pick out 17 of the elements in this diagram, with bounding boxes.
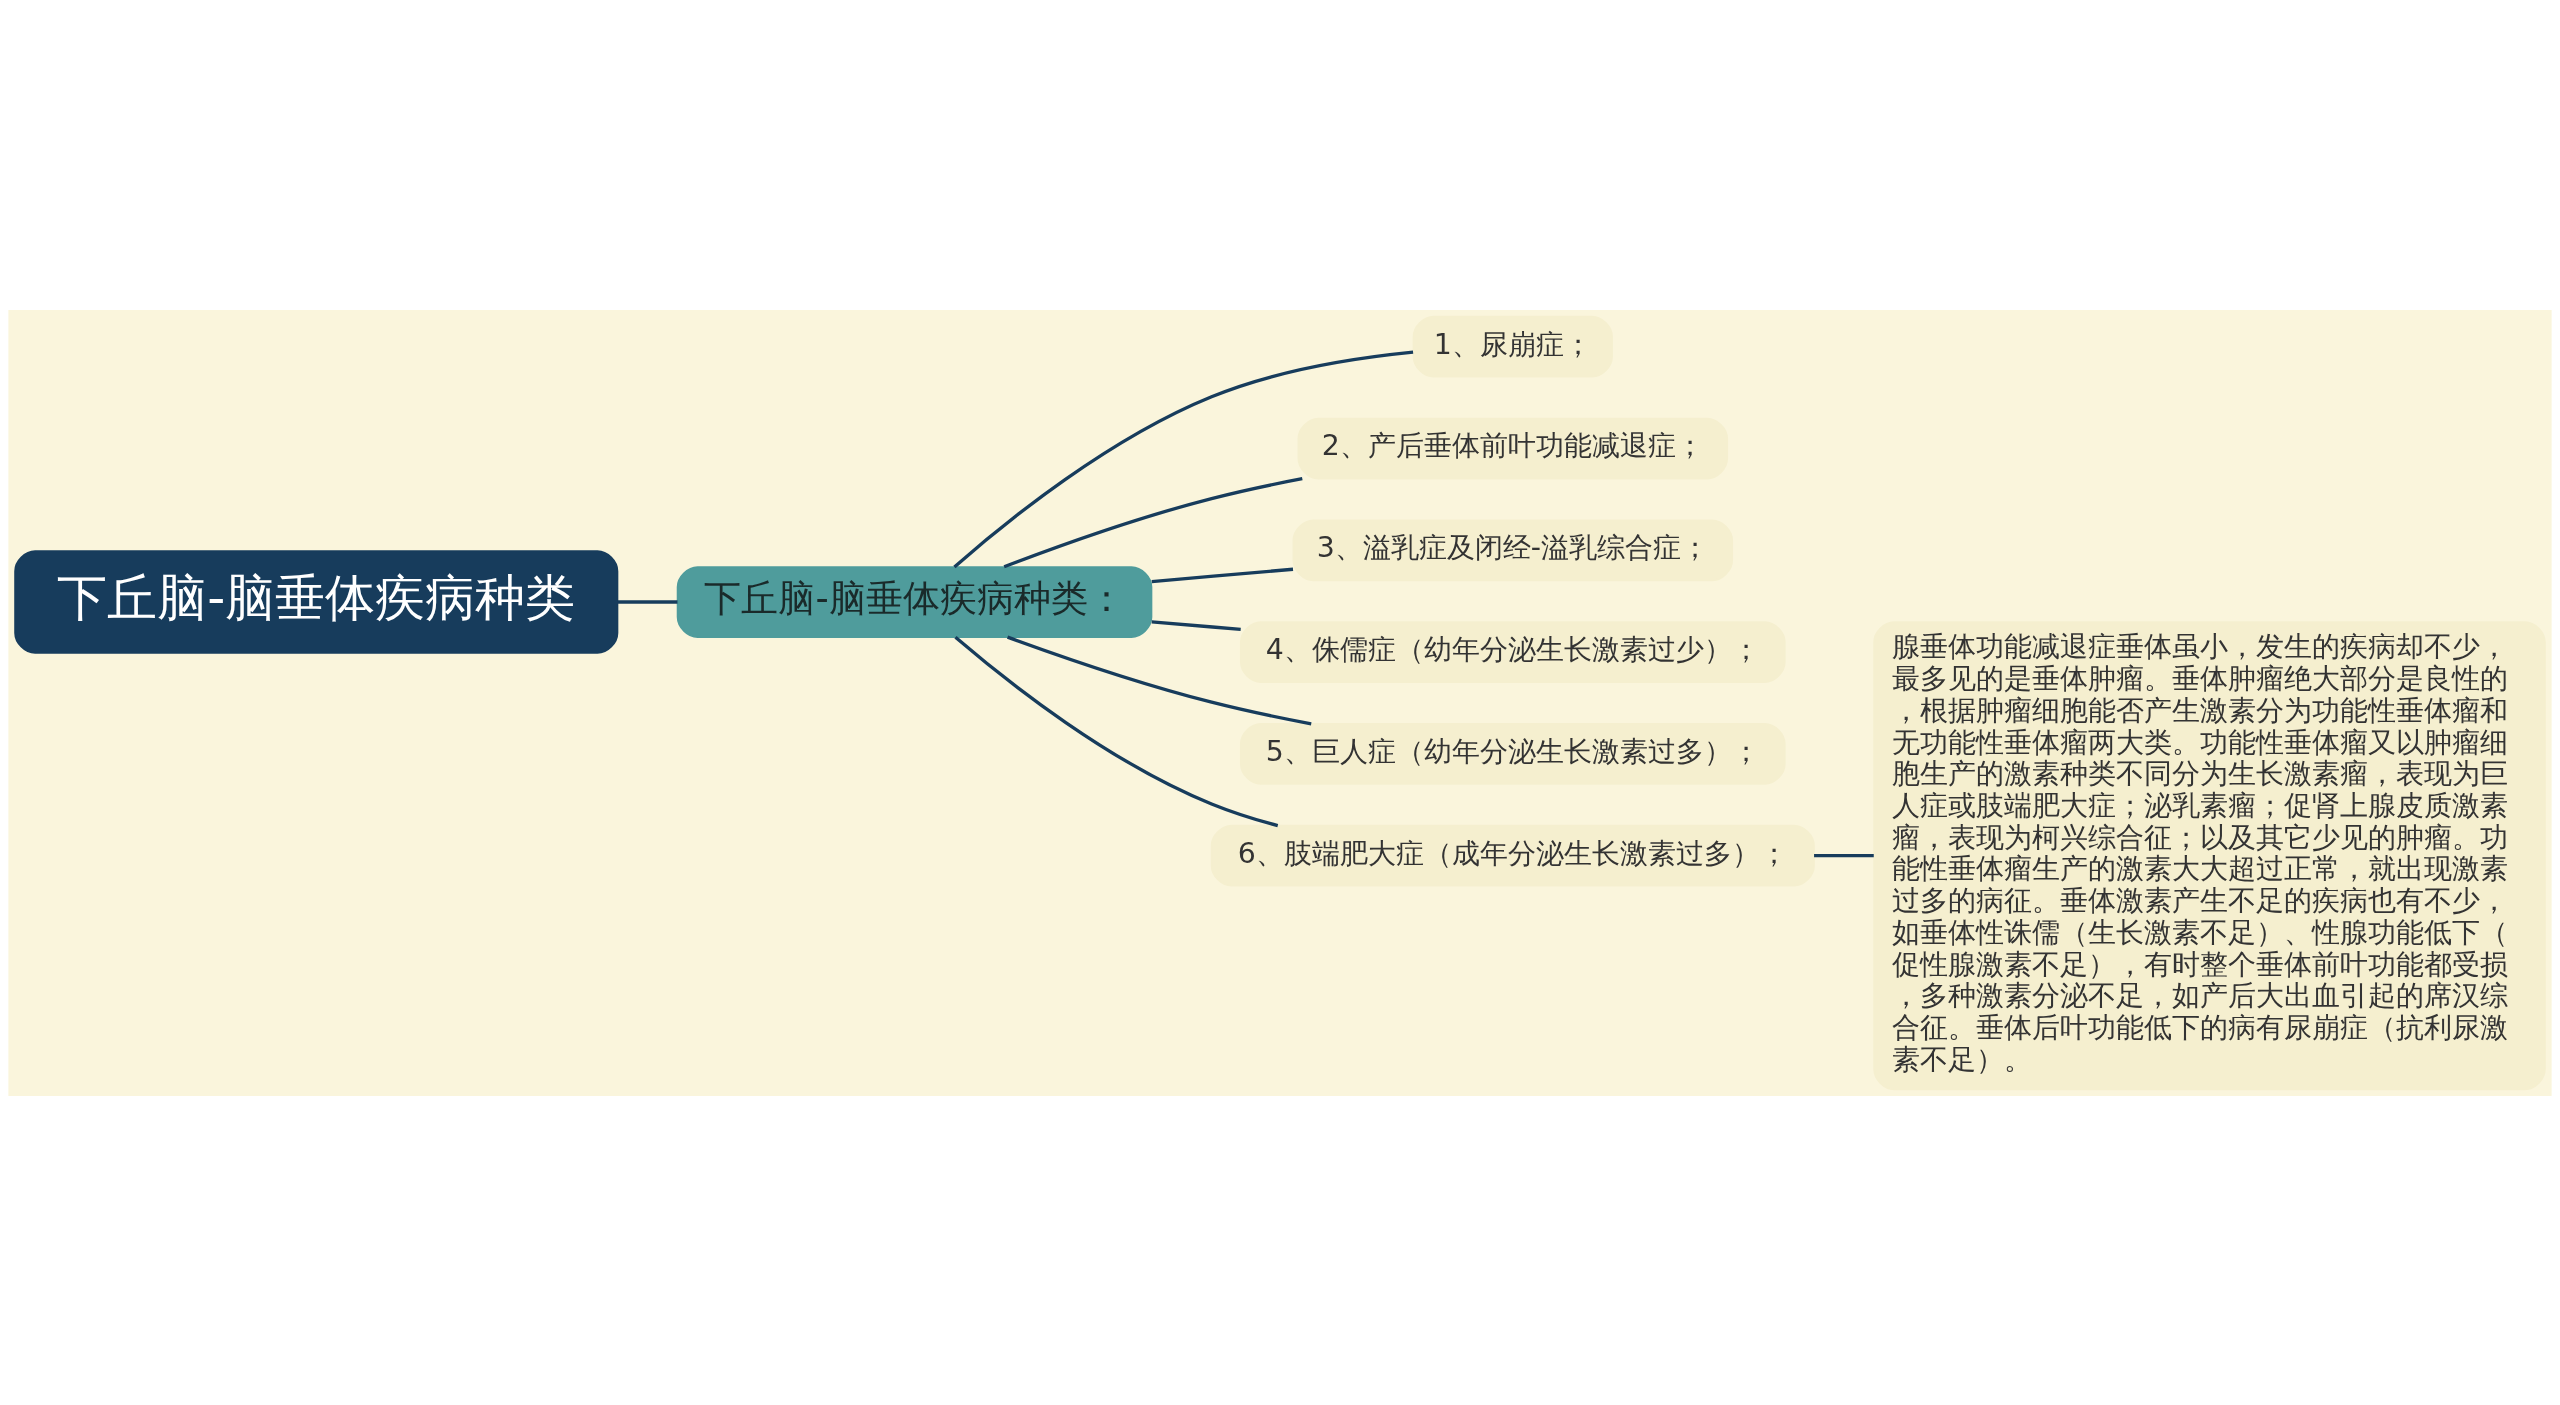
connector (1814, 853, 1874, 857)
connector (1007, 635, 1312, 725)
node-box: 2、产后垂体前叶功能减退症； (1297, 417, 1729, 479)
node-box: 下丘脑-脑垂体疾病种类： (676, 565, 1153, 638)
node-box: 4、侏儒症（幼年分泌生长激素过少）； (1239, 620, 1786, 683)
node-box: 腺垂体功能减退症垂体虽小，发生的疾病却不少，最多见的是垂体肿瘤。垂体肿瘤绝大部分是良性的，根据肿瘤细胞能否产生激素分为功能性垂体瘤和无功能性垂体瘤两大类。功能性垂体瘤又以肿瘤细胞生产的激素种类不同分为生长激素瘤，表现为巨人症或肢端肥大症；泌乳素瘤；促肾上腺皮质激素瘤，表现为柯兴综合征；以及其它少见的肿瘤。功能性垂体瘤生产的激素大大超过正常，就出现激素过多的病征。垂体激素产生不足的疾病也有不少，如垂体性诛儒（生长激素不足）、性腺功能低下（促性腺激素不足），有时整个垂体前叶功能都受损，多种激素分泌不足，如产后大出血引起的席汉综合征。垂体后叶功能低下的病有尿崩症（抗利尿激素不足）。 (1873, 620, 2546, 1090)
connector (1151, 619, 1241, 631)
connector (1003, 476, 1303, 568)
node-box: 下丘脑-脑垂体疾病种类 (14, 549, 619, 654)
connector (617, 599, 678, 604)
node-box: 6、肢端肥大症（成年分泌生长激素过多）； (1210, 824, 1815, 887)
connector (953, 350, 1414, 568)
node-box: 3、溢乳症及闭经-溢乳综合症； (1292, 518, 1734, 581)
connector (1151, 567, 1294, 583)
connector (954, 635, 1279, 827)
node-box: 5、巨人症（幼年分泌生长激素过多）； (1239, 722, 1786, 785)
node-box: 1、尿崩症； (1412, 315, 1613, 378)
